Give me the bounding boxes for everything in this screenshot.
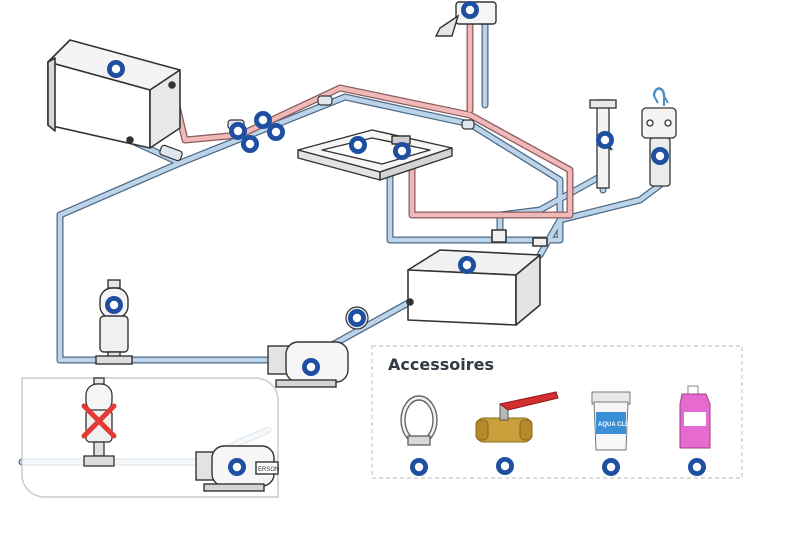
accumulator-tank	[95, 279, 133, 365]
hot-water-pipes	[168, 10, 574, 219]
hotspot-inlet-filter[interactable]	[651, 147, 669, 165]
hotspot-shower[interactable]	[461, 1, 479, 19]
hose-clamp-icon	[400, 395, 438, 446]
hotspot-fitting-c[interactable]	[241, 135, 259, 153]
hotspot-water-tank[interactable]	[458, 256, 476, 274]
remove-x-icon	[81, 403, 117, 439]
antifreeze-jug-icon	[679, 385, 711, 449]
hotspot-fitting-d[interactable]	[267, 123, 285, 141]
hotspot-check-valve[interactable]	[348, 309, 366, 327]
hotspot-accumulator[interactable]	[105, 296, 123, 314]
water-tank	[406, 229, 548, 326]
tub-brand-text: AQUA CLEAN	[598, 422, 638, 428]
water-treatment-tub-icon: AQUA CLEAN	[591, 391, 638, 451]
hotspot-inset-pump[interactable]	[228, 458, 246, 476]
accessories-panel: AQUA CLEAN Accessoires	[371, 345, 743, 479]
ball-valve-icon	[475, 391, 559, 443]
hotspot-sink-faucet[interactable]	[393, 142, 411, 160]
hotspot-treatment-tub[interactable]	[602, 458, 620, 476]
hotspot-antifreeze[interactable]	[688, 458, 706, 476]
sink	[297, 129, 453, 181]
hotspot-ball-valve[interactable]	[496, 457, 514, 475]
hotspot-wall-faucet[interactable]	[596, 131, 614, 149]
hotspot-water-heater[interactable]	[107, 60, 125, 78]
hotspot-sink[interactable]	[349, 136, 367, 154]
alternate-setup-inset: ERSON	[21, 377, 279, 498]
accessories-title: Accessoires	[388, 355, 494, 374]
hotspot-hose-clamp[interactable]	[410, 458, 428, 476]
water-heater	[47, 39, 181, 149]
pump-tag-label: ERSON	[258, 467, 279, 473]
hotspot-pump[interactable]	[302, 358, 320, 376]
water-inlet-filter	[641, 87, 677, 187]
